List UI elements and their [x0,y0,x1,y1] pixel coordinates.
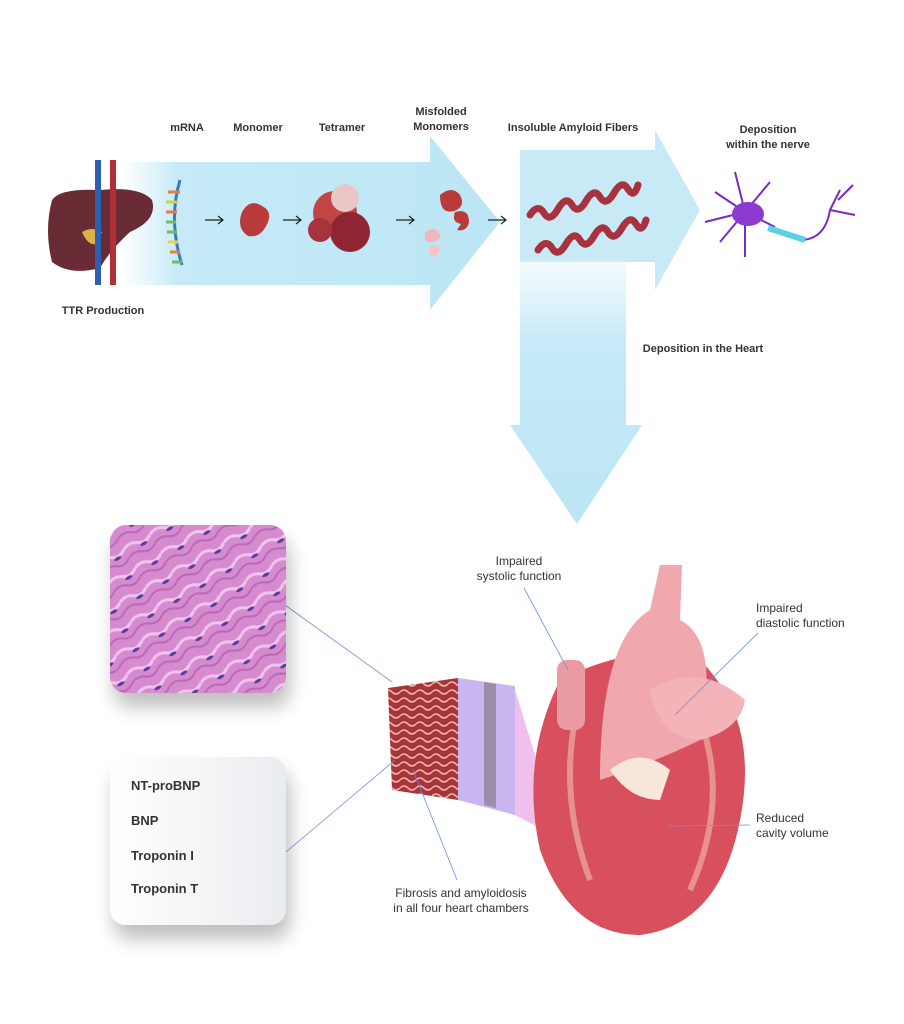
cavity-label: Reduced cavity volume [756,811,829,841]
tetramer-label: Tetramer [318,122,366,134]
misfolded-line2: Monomers [413,121,469,133]
fibrosis-line2: in all four heart chambers [393,901,529,915]
histology-image [110,525,286,693]
ttr-production-label: TTR Production [61,305,145,317]
neuron-icon [704,171,856,257]
diastolic-label: Impaired diastolic function [756,601,845,631]
monomer-label: Monomer [233,122,283,134]
liver-icon [48,160,154,285]
diastolic-line2: diastolic function [756,616,845,630]
diastolic-line1: Impaired [756,601,803,615]
mrna-icon [166,179,184,266]
systolic-label: Impaired systolic function [477,554,562,584]
biomarker-item: Troponin T [131,881,199,896]
fibrosis-label: Fibrosis and amyloidosis in all four hea… [393,886,528,916]
misfolded-monomers-icon [424,190,469,257]
nerve-line1: Deposition [739,124,797,136]
cavity-line2: cavity volume [756,826,829,840]
misfolded-line1: Misfolded [415,106,467,118]
fibrosis-line1: Fibrosis and amyloidosis [395,886,527,900]
heart-illustration [533,565,745,935]
tetramer-icon [308,184,370,252]
systolic-line1: Impaired [495,554,543,568]
pathway-arrow [120,136,500,310]
heart-arrow [510,260,642,524]
cavity-line1: Reduced [756,811,805,825]
biomarker-panel: NT-proBNP BNP Troponin I Troponin T [110,757,286,925]
biomarker-item: Troponin I [131,848,194,863]
amyloid-fibers-icon [526,181,650,256]
step-arrow-icons [205,215,507,225]
monomer-icon [240,203,270,237]
annotation-leader-lines [284,587,759,881]
nerve-deposition-label: Deposition within the nerve [726,123,810,153]
nerve-line2: within the nerve [726,139,810,151]
biomarker-item: NT-proBNP [131,778,201,793]
misfolded-monomers-label: Misfolded Monomers [413,105,469,135]
biomarker-item: BNP [131,813,159,828]
mrna-label: mRNA [170,122,204,134]
systolic-line2: systolic function [476,569,562,583]
fibers-label: Insoluble Amyloid Fibers [507,122,639,134]
heart-deposition-label: Deposition in the Heart [642,343,764,355]
